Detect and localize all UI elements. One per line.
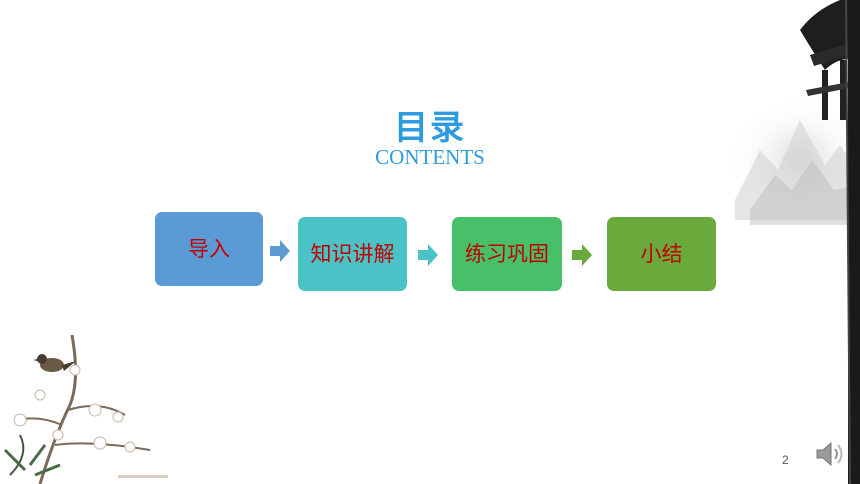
ink-pavilion-decoration-icon (730, 0, 860, 484)
step-practice-label: 练习巩固 (465, 242, 549, 266)
arrow-right-icon (572, 244, 592, 266)
step-summary-label: 小结 (640, 242, 683, 266)
step-intro-label: 导入 (188, 237, 230, 261)
step-knowledge-label: 知识讲解 (310, 242, 395, 266)
page-subtitle: CONTENTS (375, 145, 485, 169)
plum-blossom-decoration-icon (3, 334, 168, 484)
step-summary-box[interactable]: 小结 (607, 217, 716, 291)
speaker-icon[interactable] (815, 440, 845, 468)
arrow-right-icon (270, 240, 290, 262)
arrow-right-icon (418, 244, 438, 266)
page-title: 目录 (394, 108, 466, 148)
step-knowledge-box[interactable]: 知识讲解 (298, 217, 407, 291)
page-number: 2 (782, 453, 789, 467)
step-practice-box[interactable]: 练习巩固 (452, 217, 562, 291)
step-intro-box[interactable]: 导入 (155, 212, 263, 286)
